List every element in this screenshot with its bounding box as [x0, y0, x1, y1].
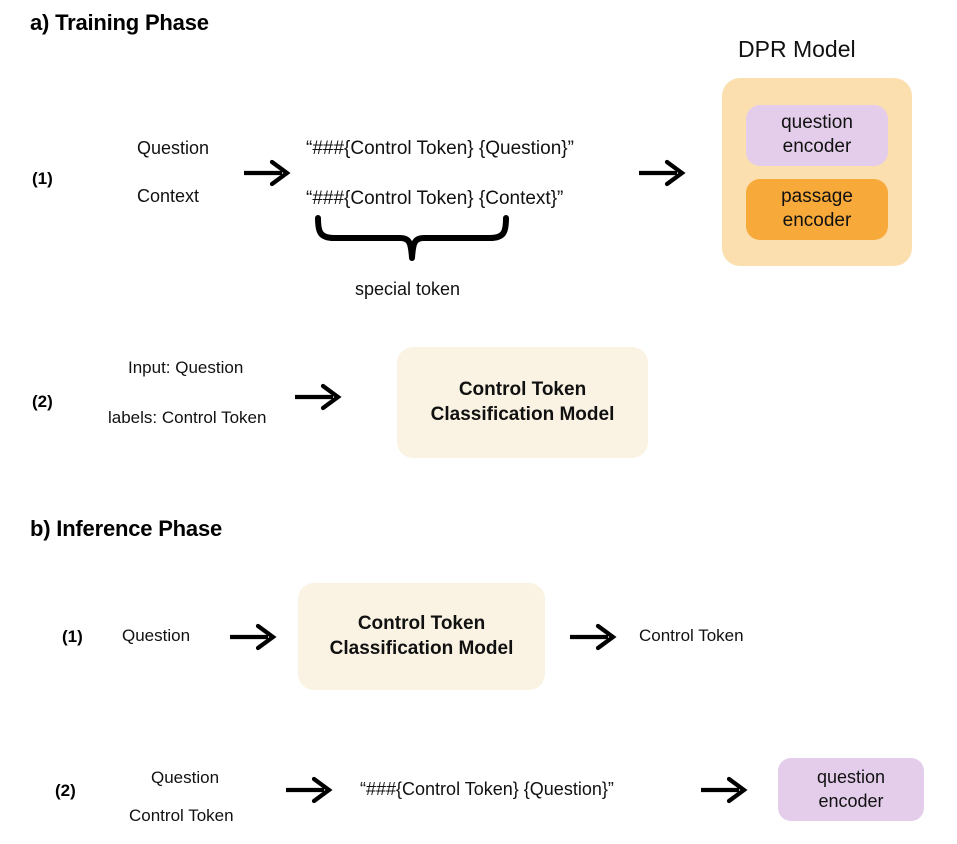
template-question-a1: “###{Control Token} {Question}” [306, 138, 574, 159]
question-encoder-b2-label-line1: question [816, 767, 886, 788]
classifier-label-a2-line2: Classification Model [430, 403, 615, 425]
input-label-context-a1: Context [137, 186, 200, 206]
arrow-right-icon-b2-1 [284, 775, 336, 805]
template-context-a1: “###{Control Token} {Context}” [306, 188, 564, 209]
arrow-right-icon-b1-1 [228, 622, 280, 652]
curly-brace-icon [312, 214, 512, 267]
template-question-b2: “###{Control Token} {Question}” [360, 779, 614, 799]
arrow-right-icon-a2-1 [293, 382, 345, 412]
input-label-question-a1: Question [137, 138, 210, 158]
step-number-a2: (2) [32, 392, 53, 411]
arrow-right-icon-b1-2 [568, 622, 620, 652]
input-label-controltoken-b2: Control Token [129, 806, 234, 825]
passage-encoder-label-line2: encoder [782, 210, 852, 231]
brace-label-special-token: special token [355, 279, 461, 299]
step-number-a1: (1) [32, 169, 53, 188]
classifier-label-b1-line1: Control Token [357, 613, 486, 635]
classifier-label-b1-line2: Classification Model [329, 637, 514, 659]
step-number-b1: (1) [62, 627, 83, 646]
passage-encoder-box[interactable]: passage encoder [746, 178, 888, 240]
question-encoder-b2-label-line2: encoder [818, 790, 884, 811]
question-encoder-box-b2[interactable]: question encoder [778, 758, 924, 821]
question-encoder-label-line1: question [781, 111, 853, 133]
question-encoder-label-line2: encoder [782, 136, 852, 157]
control-token-classifier-box-a2[interactable]: Control Token Classification Model [397, 347, 648, 458]
dpr-model-caption: DPR Model [738, 36, 856, 62]
arrow-right-icon-a1-2 [637, 158, 689, 188]
arrow-right-icon-a1-1 [242, 158, 294, 188]
control-token-classifier-box-b1[interactable]: Control Token Classification Model [298, 583, 545, 690]
question-encoder-box[interactable]: question encoder [746, 104, 888, 166]
input-label-question-a2: Input: Question [128, 358, 244, 377]
classifier-label-a2-line1: Control Token [458, 379, 587, 401]
output-label-controltoken-b1: Control Token [639, 626, 744, 645]
section-title-training: a) Training Phase [30, 10, 209, 35]
input-label-question-b2: Question [151, 768, 220, 787]
step-number-b2: (2) [55, 781, 76, 800]
passage-encoder-label-line1: passage [781, 185, 853, 207]
arrow-right-icon-b2-2 [699, 775, 751, 805]
section-title-inference: b) Inference Phase [30, 516, 223, 541]
input-label-question-b1: Question [122, 626, 191, 645]
dpr-model-box: question encoder passage encoder [722, 78, 912, 266]
input-label-controltoken-a2: labels: Control Token [108, 408, 267, 427]
